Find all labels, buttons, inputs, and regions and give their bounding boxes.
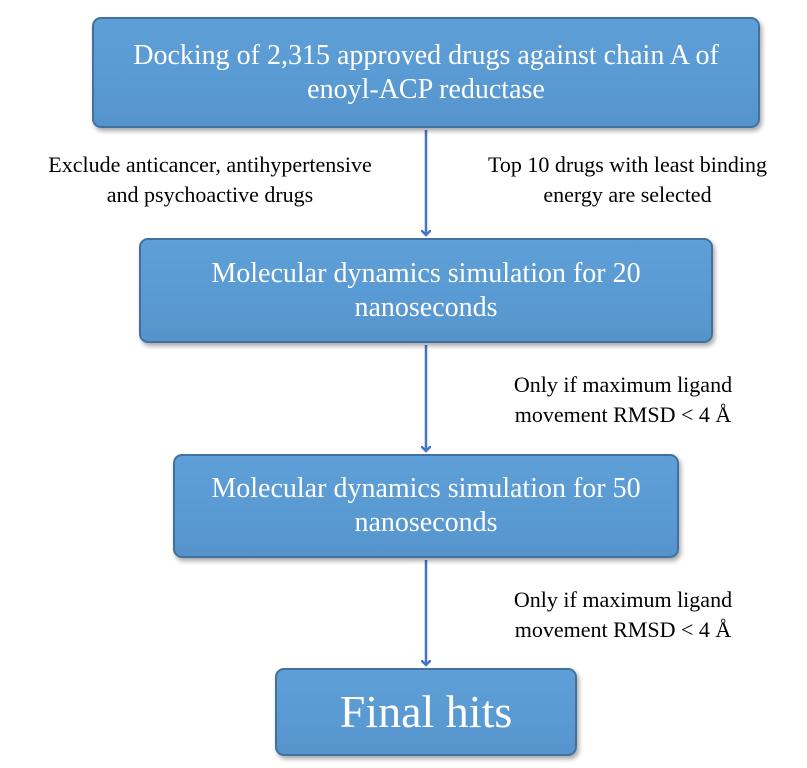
step-md20-text: Molecular dynamics simulation for 20 nan… xyxy=(211,257,640,324)
criteria-rmsd-50ns-line1: Only if maximum ligand xyxy=(513,587,733,612)
criteria-exclude-note: Exclude anticancer, antihypertensive and… xyxy=(10,150,410,210)
step-md50-text: Molecular dynamics simulation for 50 nan… xyxy=(211,472,640,539)
criteria-exclude-line1: Exclude anticancer, antihypertensive xyxy=(48,152,372,177)
criteria-rmsd-50ns-note: Only if maximum ligand movement RMSD < 4… xyxy=(478,585,768,645)
step-final-hits-label: Final hits xyxy=(339,686,513,738)
step-docking-line1: Docking of 2,315 approved drugs against … xyxy=(133,39,719,71)
criteria-rmsd-50ns-line2: movement RMSD < 4 Å xyxy=(514,617,732,642)
step-docking-text: Docking of 2,315 approved drugs against … xyxy=(133,39,719,106)
step-md20-line2: nanoseconds xyxy=(354,291,498,323)
criteria-top10-line2: energy are selected xyxy=(543,182,712,207)
step-docking-box: Docking of 2,315 approved drugs against … xyxy=(92,17,760,128)
criteria-top10-line1: Top 10 drugs with least binding xyxy=(488,152,767,177)
step-md50-box: Molecular dynamics simulation for 50 nan… xyxy=(173,454,679,558)
criteria-top10-note: Top 10 drugs with least binding energy a… xyxy=(450,150,805,210)
step-md50-line2: nanoseconds xyxy=(354,507,498,538)
step-md50-line1: Molecular dynamics simulation for 50 xyxy=(211,473,641,505)
step-docking-line2: enoyl-ACP reductase xyxy=(307,73,545,105)
criteria-rmsd-20ns-line1: Only if maximum ligand xyxy=(513,372,733,397)
step-md20-line1: Molecular dynamics simulation for 20 xyxy=(211,257,641,289)
step-final-hits-box: Final hits xyxy=(275,668,577,756)
criteria-rmsd-20ns-note: Only if maximum ligand movement RMSD < 4… xyxy=(478,370,768,430)
criteria-rmsd-20ns-line2: movement RMSD < 4 Å xyxy=(514,402,732,427)
criteria-exclude-line2: and psychoactive drugs xyxy=(106,182,314,207)
step-md20-box: Molecular dynamics simulation for 20 nan… xyxy=(139,238,713,343)
